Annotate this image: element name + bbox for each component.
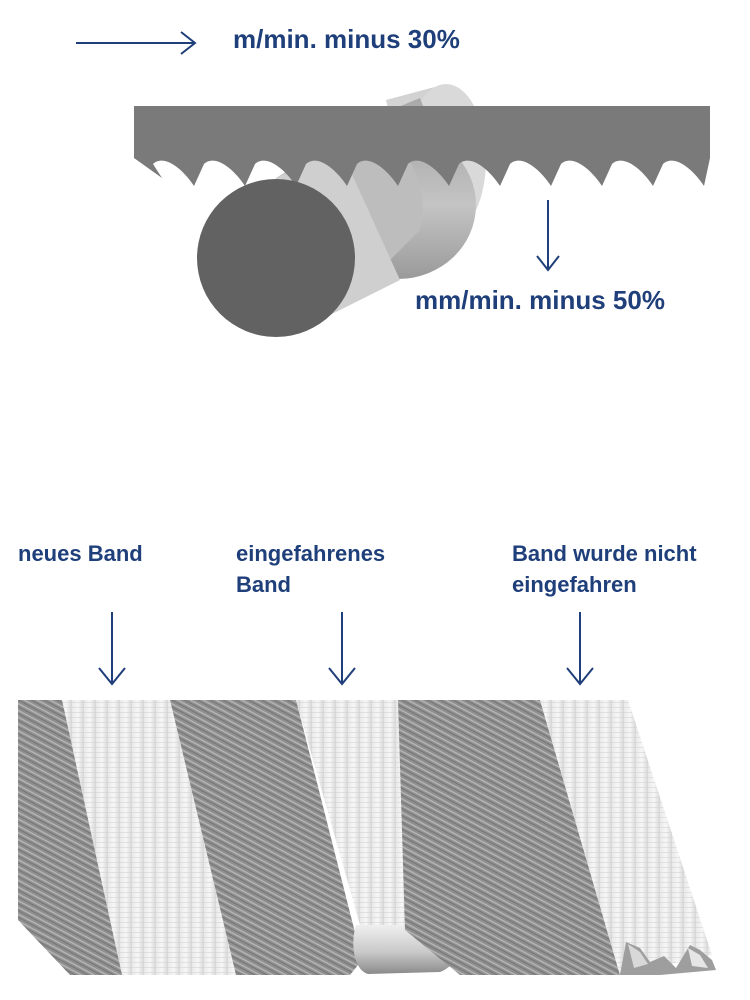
- workpiece-cross-section: [197, 179, 355, 337]
- band-label-new: neues Band: [18, 538, 143, 569]
- band-label-run-in-line1: eingefahrenes: [236, 541, 386, 566]
- band-arrow-new: [98, 612, 126, 686]
- band-label-run-in: eingefahrenes Band: [236, 538, 385, 600]
- band-label-not-run-in-line2: eingefahren: [512, 572, 637, 597]
- cutting-speed-label: m/min. minus 30%: [233, 24, 460, 54]
- band-label-run-in-line2: Band: [236, 572, 291, 597]
- feed-direction-arrow: [536, 200, 560, 272]
- band-label-not-run-in-line1: Band wurde nicht: [512, 541, 697, 566]
- band-arrow-not-run-in: [566, 612, 594, 686]
- tooth-not-run-in-band: [398, 700, 716, 975]
- band-arrow-run-in: [328, 612, 356, 686]
- feed-rate-label: mm/min. minus 50%: [415, 285, 665, 315]
- cutting-direction-arrow: [76, 31, 197, 55]
- band-label-not-run-in: Band wurde nicht eingefahren: [512, 538, 697, 600]
- band-label-new-line1: neues Band: [18, 541, 143, 566]
- saw-blade: [134, 106, 710, 186]
- tooth-new-band: [18, 700, 236, 975]
